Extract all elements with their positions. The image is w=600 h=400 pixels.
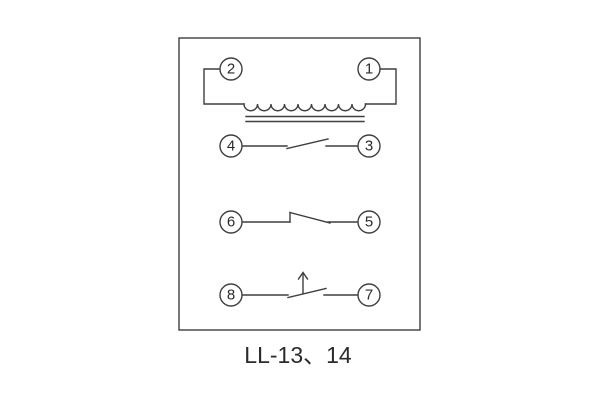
contact-8-7-blade-icon	[287, 287, 327, 299]
arrow-up-icon	[297, 271, 309, 280]
terminal-5-label: 5	[365, 214, 373, 231]
coil-winding-icon	[243, 103, 367, 112]
terminal-2	[219, 57, 243, 81]
contact-6-5-section: 6 5	[219, 210, 381, 234]
terminal-6-label: 6	[227, 214, 235, 231]
contact-4-3-section: 4 3	[219, 134, 381, 158]
coil-right-lead	[364, 68, 397, 105]
terminal-8	[219, 283, 243, 307]
terminal-2-label: 2	[227, 61, 235, 78]
terminal-4-label: 4	[227, 138, 235, 155]
diagram-caption: LL-13、14	[244, 342, 352, 368]
contact-4-3-blade-icon	[286, 138, 329, 150]
coil-section: 2 1	[203, 57, 397, 123]
terminal-1	[357, 57, 381, 81]
terminal-6	[219, 210, 243, 234]
contact-6-5-blade-icon	[289, 211, 331, 224]
terminal-7	[357, 283, 381, 307]
terminal-5	[357, 210, 381, 234]
diagram-border	[178, 37, 421, 331]
terminal-4	[219, 134, 243, 158]
terminal-8-label: 8	[227, 287, 235, 304]
terminal-1-label: 1	[365, 61, 373, 78]
coil-left-lead	[203, 68, 245, 105]
terminal-3-label: 3	[365, 138, 373, 155]
contact-8-7-section: 8 7	[219, 271, 381, 307]
terminal-7-label: 7	[365, 287, 373, 304]
terminal-3	[357, 134, 381, 158]
